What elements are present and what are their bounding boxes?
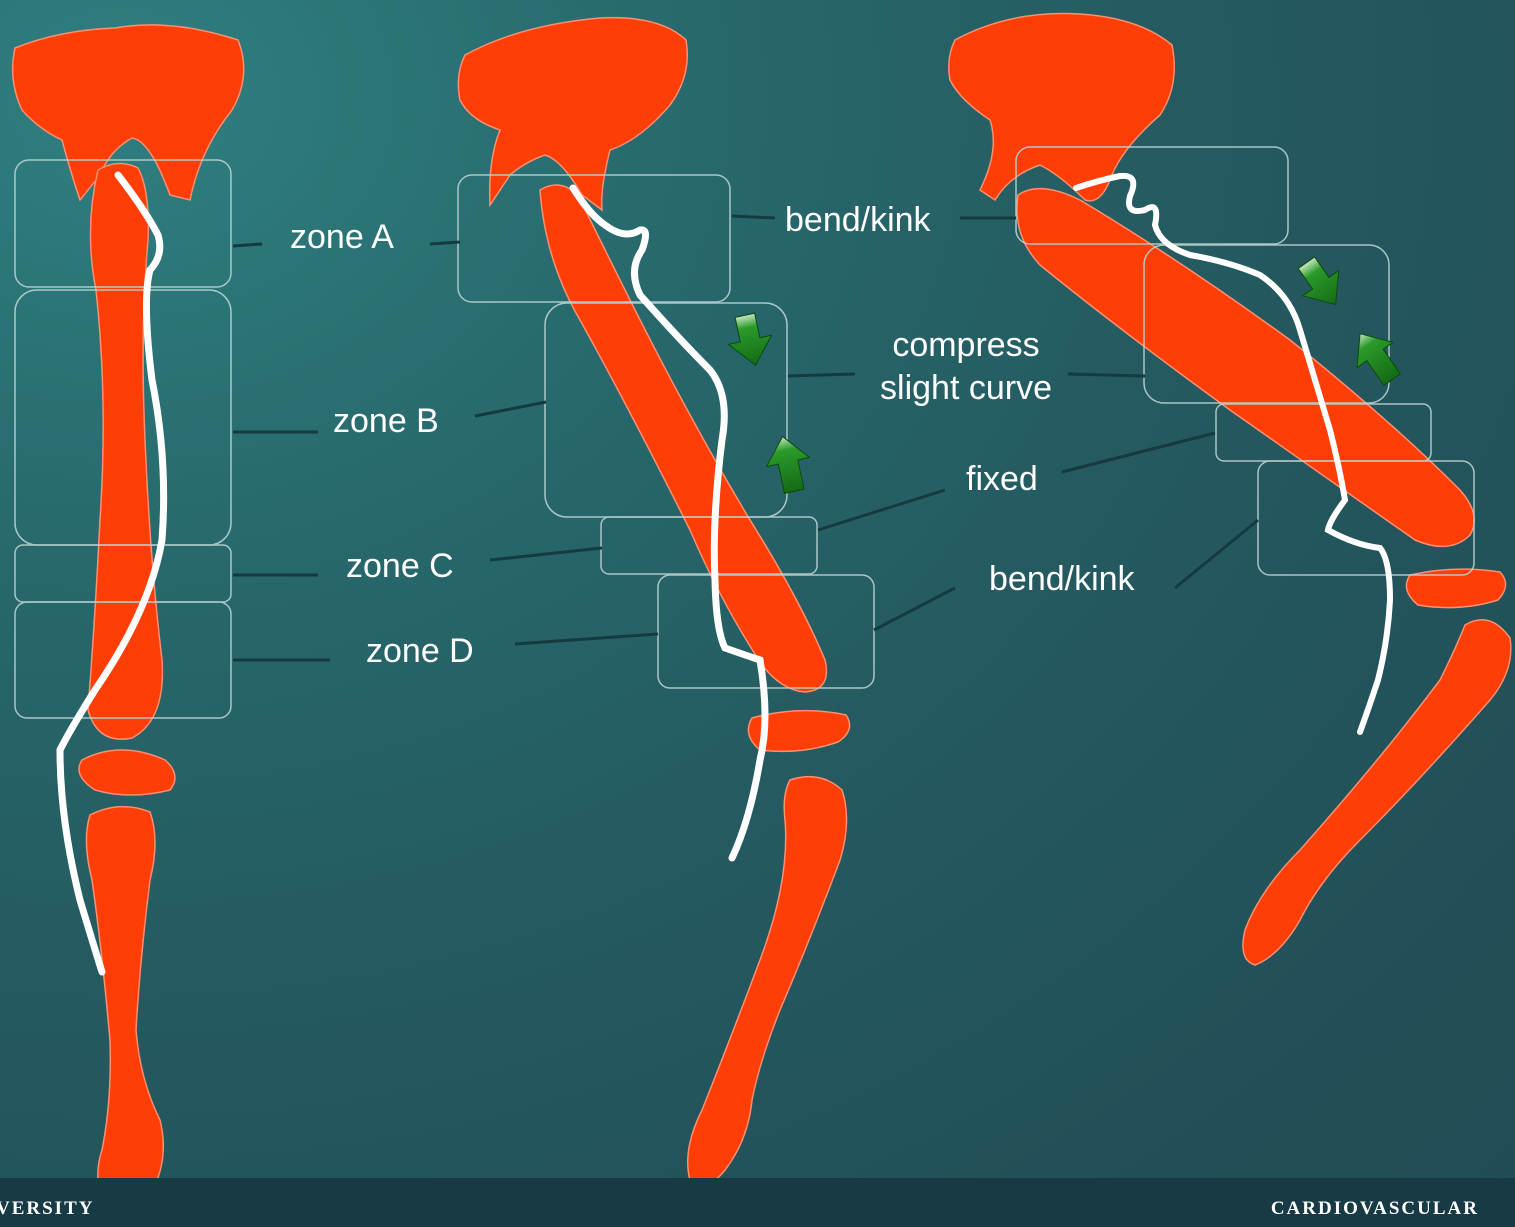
down-arrow-icon [723,311,777,370]
leader-compress-left [788,374,855,376]
leader-zone-a-right [430,242,460,244]
pelvis-bone [458,18,687,210]
tibia-bone [86,807,163,1215]
label-fixed: fixed [966,458,1038,500]
tibia-bone [688,777,847,1186]
leader-zone-b-right [475,402,546,416]
leader-zone-a-left [233,244,262,246]
label-zone-b: zone B [333,400,439,442]
femur-bone [88,163,162,739]
footer-left-text: VERSITY [0,1198,94,1220]
leader-fixed-right [1062,433,1215,472]
pelvis-bone [949,14,1175,201]
label-zone-c: zone C [346,545,454,587]
femur-bone [1017,189,1474,547]
label-slight-curve: slight curve [866,367,1066,409]
leader-bend-kink-bottom-left [874,588,955,630]
leg-slight-flex [458,18,849,1186]
up-arrow-icon [761,432,816,496]
leader-zone-c-right [490,548,602,560]
up-arrow-icon [1342,321,1410,392]
leader-fixed-left [818,490,945,530]
compress-arrows-leg2 [723,311,815,496]
label-bend-kink-bottom: bend/kink [989,558,1135,600]
leader-zone-d-right [515,634,658,644]
patella-bone [79,750,175,795]
label-zone-a: zone A [290,216,394,258]
leader-bend-kink-top-left [732,216,775,218]
footer-right-text: CARDIOVASCULAR [1271,1198,1479,1220]
label-compress: compress [866,324,1066,366]
leg-straight [13,25,244,1215]
label-bend-kink-top: bend/kink [785,199,931,241]
tibia-bone [1243,620,1511,965]
leader-bend-kink-bottom-right [1175,520,1258,588]
leader-compress-right [1068,374,1145,376]
label-zone-d: zone D [366,630,474,672]
down-arrow-icon [1288,250,1353,317]
